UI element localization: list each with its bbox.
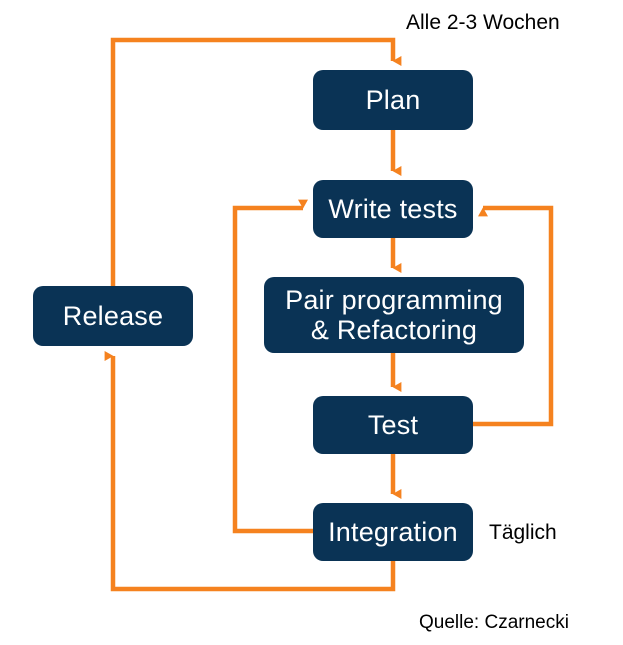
node-write-tests-label: Write tests — [328, 193, 458, 224]
edge-integration-to-write-tests-loop — [232, 199, 313, 534]
caption-source-attribution: Quelle: Czarnecki — [419, 612, 569, 633]
node-plan-label: Plan — [365, 84, 421, 115]
node-test-label: Test — [367, 409, 419, 440]
node-release[interactable]: Release — [33, 286, 193, 346]
node-integration-label: Integration — [328, 516, 458, 547]
caption-iteration-cadence: Alle 2-3 Wochen — [406, 11, 560, 34]
node-write-tests[interactable]: Write tests — [313, 180, 473, 238]
node-pair-programming-label: Pair programming & Refactoring — [285, 284, 503, 345]
node-release-label: Release — [62, 300, 164, 331]
caption-daily-cadence: Täglich — [489, 521, 557, 544]
node-pair-programming-refactoring[interactable]: Pair programming & Refactoring — [264, 277, 524, 353]
node-plan[interactable]: Plan — [313, 70, 473, 130]
edge-integration-to-release-loop — [104, 351, 396, 592]
edge-test-to-write-tests-loop — [473, 205, 554, 427]
edge-release-to-plan-loop — [110, 37, 402, 286]
node-test[interactable]: Test — [313, 396, 473, 454]
node-integration[interactable]: Integration — [313, 503, 473, 561]
